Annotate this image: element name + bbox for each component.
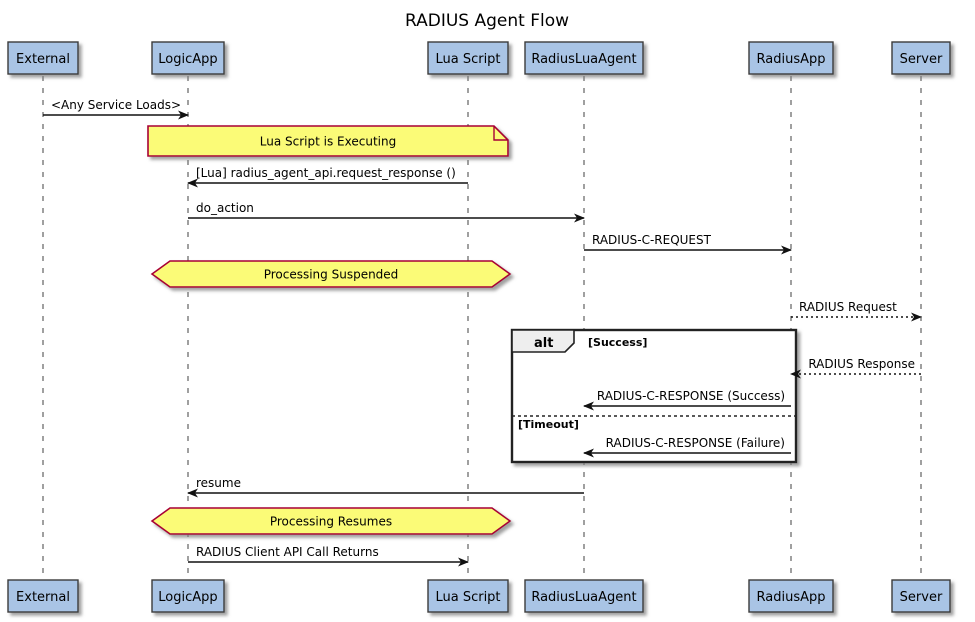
message-label-lua-radius-agent-api-request-response: [Lua] radius_agent_api.request_response … xyxy=(196,166,456,180)
participant-label-radiusapp: RadiusApp xyxy=(757,590,826,605)
msg-lua-request-response: [Lua] radius_agent_api.request_response … xyxy=(187,166,468,188)
participant-label-server: Server xyxy=(900,52,943,67)
participant-head-radiusapp[interactable]: RadiusApp xyxy=(748,41,834,75)
divider-text: Processing Suspended xyxy=(264,268,399,282)
participant-head-lua-script[interactable]: Lua Script xyxy=(427,41,509,75)
participant-label-server: Server xyxy=(900,590,943,605)
divider-text: Processing Resumes xyxy=(270,515,392,529)
message-label-do-action: do_action xyxy=(196,201,254,215)
notes-layer: Lua Script is Executing xyxy=(147,125,509,157)
participant-box[interactable] xyxy=(748,579,834,613)
participant-label-logicapp: LogicApp xyxy=(158,52,217,67)
participant-box[interactable] xyxy=(151,41,225,75)
message-label-radius-c-response-success: RADIUS-C-RESPONSE (Success) xyxy=(597,389,785,403)
participant-box[interactable] xyxy=(891,579,951,613)
participant-box[interactable] xyxy=(524,41,644,75)
message-label-resume: resume xyxy=(196,476,241,490)
message-label-radius-response: RADIUS Response xyxy=(808,357,915,371)
messages-layer: <Any Service Loads> [Lua] radius_agent_ap… xyxy=(43,98,922,567)
participant-label-radiusluaagent: RadiusLuaAgent xyxy=(531,590,636,605)
frame-alt: alt [Success] [Timeout] xyxy=(510,328,798,464)
msg-radius-request: RADIUS Request xyxy=(791,300,922,322)
participant-foot-external[interactable]: External xyxy=(7,579,79,613)
participant-foot-lua-script[interactable]: Lua Script xyxy=(427,579,509,613)
participant-foot-server[interactable]: Server xyxy=(891,579,951,613)
participant-label-radiusluaagent: RadiusLuaAgent xyxy=(531,52,636,67)
note-text: Lua Script is Executing xyxy=(260,135,396,149)
participant-label-external: External xyxy=(16,590,70,605)
msg-radius-c-response-success: RADIUS-C-RESPONSE (Success) xyxy=(583,389,791,411)
participant-head-logicapp[interactable]: LogicApp xyxy=(151,41,225,75)
participant-foot-radiusluaagent[interactable]: RadiusLuaAgent xyxy=(524,579,644,613)
note-body xyxy=(147,125,509,157)
page-title: RADIUS Agent Flow xyxy=(405,11,569,31)
frame-outline xyxy=(510,328,798,464)
participant-box[interactable] xyxy=(524,579,644,613)
divider-body xyxy=(150,260,512,288)
participant-box[interactable] xyxy=(891,41,951,75)
msg-any-service-loads: <Any Service Loads> xyxy=(43,98,189,120)
divider-processing-resumes: Processing Resumes xyxy=(150,507,512,535)
msg-radius-c-request: RADIUS-C-REQUEST xyxy=(584,233,792,255)
participant-label-external: External xyxy=(16,52,70,67)
message-label-any-service-loads: <Any Service Loads> xyxy=(51,98,181,112)
message-label-radius-c-request: RADIUS-C-REQUEST xyxy=(592,233,712,247)
frame-kind-label: alt xyxy=(534,336,553,351)
message-label-radius-c-response-failure: RADIUS-C-RESPONSE (Failure) xyxy=(606,436,785,450)
participant-label-lua-script: Lua Script xyxy=(435,590,500,605)
participant-label-logicapp: LogicApp xyxy=(158,590,217,605)
frame-kind-tab xyxy=(511,329,575,353)
participant-foot-radiusapp[interactable]: RadiusApp xyxy=(748,579,834,613)
frame-guard-success: [Success] xyxy=(588,336,647,349)
divider-processing-suspended: Processing Suspended xyxy=(150,260,512,288)
msg-resume: resume xyxy=(187,476,584,498)
frame-guard-timeout: [Timeout] xyxy=(518,418,579,431)
participant-foot-logicapp[interactable]: LogicApp xyxy=(151,579,225,613)
participant-label-radiusapp: RadiusApp xyxy=(757,52,826,67)
frames-layer: alt [Success] [Timeout] xyxy=(510,328,798,464)
participant-label-lua-script: Lua Script xyxy=(435,52,500,67)
note-lua-script-executing: Lua Script is Executing xyxy=(147,125,509,157)
participant-box[interactable] xyxy=(748,41,834,75)
participant-head-radiusluaagent[interactable]: RadiusLuaAgent xyxy=(524,41,644,75)
divider-body xyxy=(150,507,512,535)
participant-box[interactable] xyxy=(7,41,79,75)
msg-radius-response: RADIUS Response xyxy=(790,357,921,379)
msg-radius-c-response-failure: RADIUS-C-RESPONSE (Failure) xyxy=(583,436,791,458)
participant-head-external[interactable]: External xyxy=(7,41,79,75)
msg-radius-client-api-call-returns: RADIUS Client API Call Returns xyxy=(188,545,469,567)
participant-box[interactable] xyxy=(7,579,79,613)
msg-do-action: do_action xyxy=(188,201,585,223)
participant-box[interactable] xyxy=(427,41,509,75)
participant-box[interactable] xyxy=(427,579,509,613)
lifelines-layer xyxy=(42,76,922,580)
note-fold-corner xyxy=(493,126,508,141)
participant-head-server[interactable]: Server xyxy=(891,41,951,75)
participant-box[interactable] xyxy=(151,579,225,613)
message-label-radius-request: RADIUS Request xyxy=(799,300,897,314)
message-label-radius-client-api-call-returns: RADIUS Client API Call Returns xyxy=(196,545,379,559)
